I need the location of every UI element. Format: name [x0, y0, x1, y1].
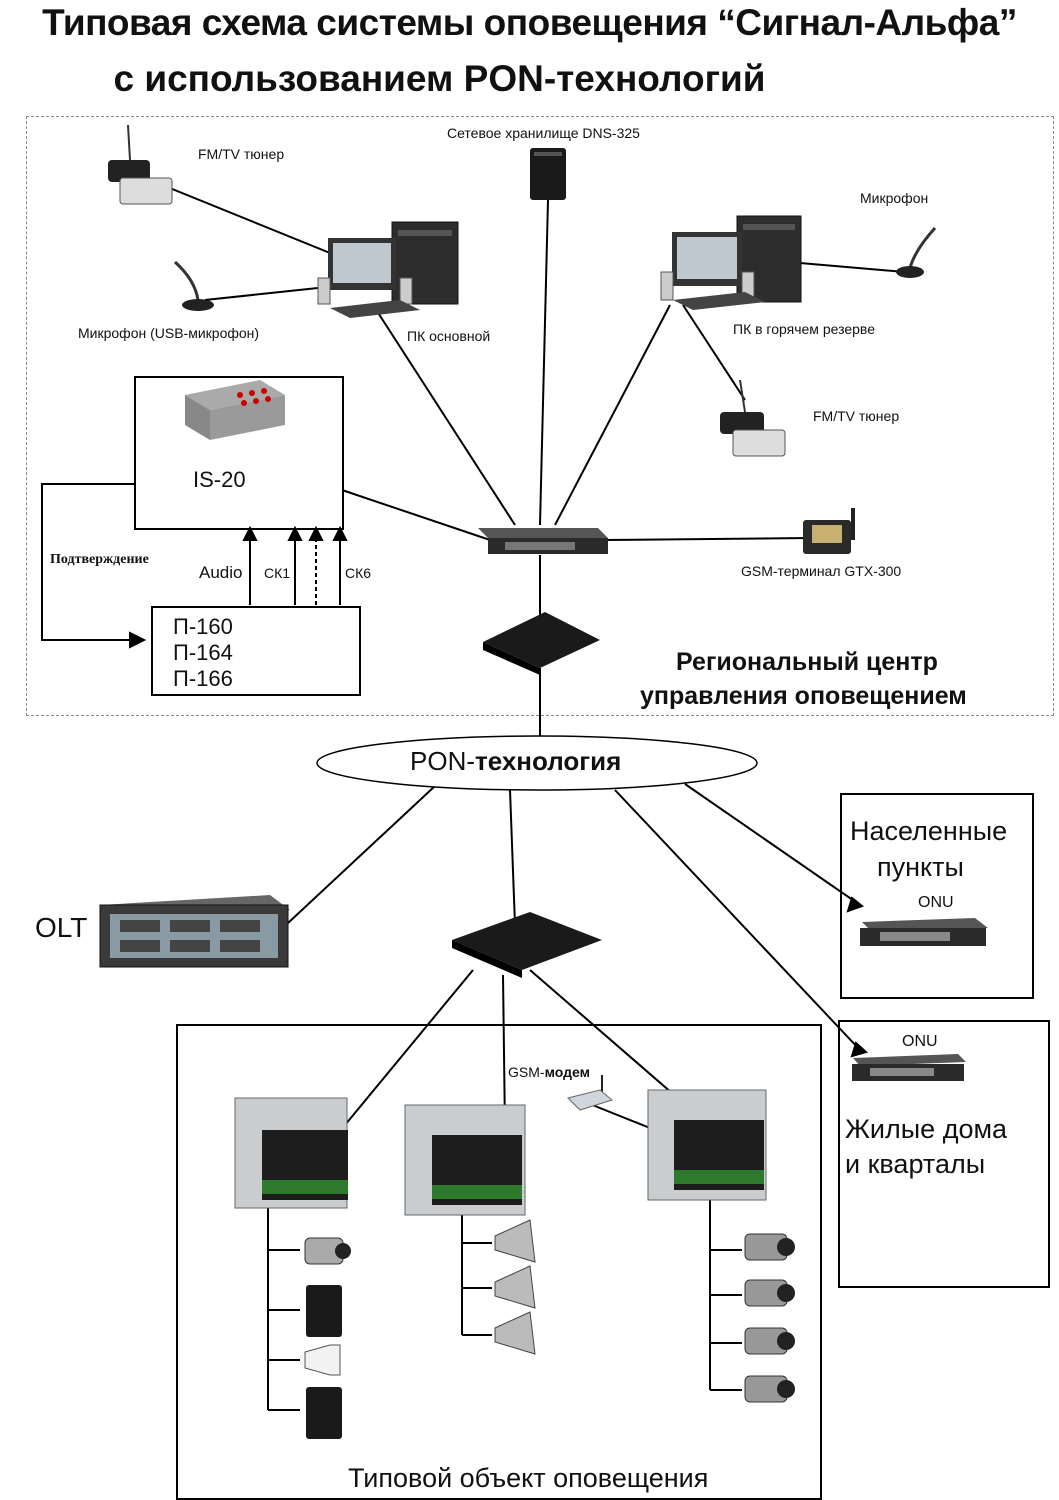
houses-line1: Жилые дома [845, 1114, 1008, 1144]
p164-label: П-164 [173, 640, 233, 665]
houses-onu-label: ONU [902, 1033, 938, 1050]
p166-label: П-166 [173, 666, 233, 691]
pc-reserve-device [660, 215, 802, 310]
gsm-modem-device [567, 1075, 614, 1111]
pon-prefix: PON- [410, 746, 475, 776]
microphone-usb-device [173, 260, 214, 311]
olt-device [99, 895, 290, 968]
pon-ellipse [316, 735, 758, 791]
fm-tuner-2-label: FM/TV тюнер [813, 408, 900, 424]
sk6-label: СК6 [345, 565, 372, 581]
fm-tuner-2-device [720, 379, 786, 457]
settlements-line1: Населенные [850, 816, 1008, 846]
nas-label: Сетевое хранилище DNS-325 [447, 125, 640, 141]
fm-tuner-1-label: FM/TV тюнер [198, 146, 285, 162]
confirm-label: Подтверждение [50, 552, 149, 567]
microphone-right-device [896, 226, 937, 278]
houses-line2: и кварталы [845, 1149, 986, 1179]
settlements-onu-label: ONU [918, 894, 954, 911]
gsm-modem-suffix: модем [544, 1064, 590, 1080]
speakers-group-3 [744, 1233, 795, 1403]
settlements-frame [840, 793, 1034, 999]
microphone-usb-label: Микрофон (USB-микрофон) [78, 325, 260, 341]
speakers-group-1 [304, 1237, 351, 1439]
microphone-right-label: Микрофон [860, 190, 929, 206]
amplifier-2-device [404, 1104, 526, 1216]
onu-houses-device [852, 1054, 966, 1081]
speakers-group-2 [494, 1219, 536, 1355]
alert-object-footer: Типовой объект оповещения [348, 1463, 709, 1493]
is20-label: IS-20 [193, 467, 246, 492]
pc-main-label: ПК основной [407, 328, 491, 344]
houses-frame [838, 1020, 1050, 1288]
onu-settlements-device [860, 918, 988, 946]
amplifier-1-device [234, 1097, 348, 1209]
olt-label: OLT [35, 912, 88, 943]
is20-device [185, 380, 285, 440]
switch-device [478, 528, 608, 554]
pc-reserve-label: ПК в горячем резерве [733, 321, 875, 337]
p-models-frame [151, 606, 361, 696]
gsm-terminal-label: GSM-терминал GTX-300 [741, 563, 902, 579]
gsm-modem-label: GSM-модем [508, 1064, 590, 1080]
regional-center-line1: Региональный центр [676, 648, 938, 676]
splitter-device [452, 912, 602, 978]
nas-device [530, 148, 566, 200]
regional-center-line2: управления оповещением [640, 682, 967, 710]
sk1-label: СК1 [264, 565, 291, 581]
gsm-modem-prefix: GSM- [508, 1064, 545, 1080]
gsm-terminal-device [803, 508, 855, 554]
diagram-title-line2: с использованием PON-технологий [113, 58, 766, 99]
p160-label: П-160 [173, 614, 233, 639]
pon-suffix: технология [475, 746, 622, 776]
amplifier-3-device [647, 1089, 767, 1201]
alert-object-frame [176, 1024, 822, 1500]
pon-label: PON-технология [410, 746, 621, 777]
pc-main-device [317, 221, 459, 318]
diagram-title-line1: Типовая схема системы оповещения “Сигнал… [42, 2, 1017, 43]
settlements-line2: пункты [877, 852, 964, 882]
audio-label: Audio [199, 563, 243, 582]
router-regional-device [483, 612, 600, 675]
fm-tuner-1-device [108, 124, 173, 205]
is20-frame [134, 376, 344, 530]
